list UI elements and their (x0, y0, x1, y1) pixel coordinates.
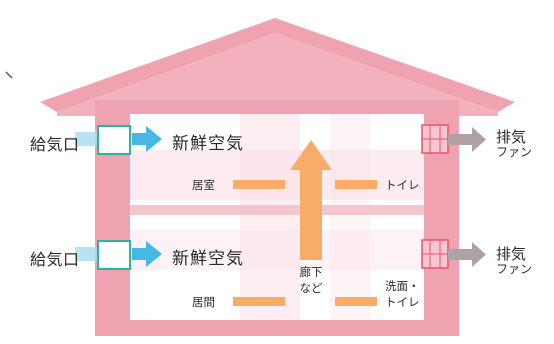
airflow-bar (233, 180, 285, 189)
room-label-hallway: 廊下 など (294, 264, 328, 296)
fresh-air-label-bottom: 新鮮空気 (172, 249, 244, 269)
room-label-living-room: 居室 (192, 178, 215, 192)
exhaust-label-bottom-line2: ファン (496, 262, 533, 276)
room-label-living-space: 居間 (192, 295, 215, 309)
airflow-up-arrow (290, 140, 332, 260)
room-label-washroom-line2: トイレ (385, 295, 420, 309)
inlet-box-bottom (97, 240, 131, 270)
airflow-bar (335, 180, 377, 189)
room-label-hallway-line2: など (299, 281, 323, 295)
airflow-bar (233, 297, 285, 306)
fresh-air-arrow (75, 241, 162, 267)
fresh-air-label-top: 新鮮空気 (172, 134, 244, 154)
exhaust-arrow (448, 127, 486, 152)
interior-tint (240, 114, 300, 320)
room-label-hallway-line1: 廊下 (299, 265, 323, 279)
room-label-washroom: 洗面・ トイレ (385, 278, 420, 310)
exhaust-label-bottom: 排気 ファン (496, 246, 554, 276)
exhaust-arrow (448, 242, 486, 267)
decorative-tick (5, 71, 13, 79)
exhaust-fan-top (421, 124, 449, 154)
exhaust-label-bottom-line1: 排気 (496, 246, 527, 263)
room-label-washroom-line1: 洗面・ (385, 279, 420, 293)
exhaust-label-top: 排気 ファン (496, 129, 554, 159)
inlet-box-top (97, 125, 131, 155)
inlet-label-top: 給気口 (30, 135, 80, 154)
inlet-label-bottom: 給気口 (30, 250, 80, 269)
exhaust-label-top-line2: ファン (496, 145, 533, 159)
floor-divider (130, 205, 424, 215)
room-label-toilet: トイレ (385, 178, 420, 192)
interior-tint (130, 230, 424, 270)
exhaust-label-top-line1: 排気 (496, 129, 527, 146)
house-roof-fill (57, 33, 498, 116)
interior-tint (330, 114, 370, 320)
exhaust-fan-bottom (421, 239, 449, 269)
airflow-bar (335, 297, 377, 306)
fresh-air-arrow (75, 126, 162, 152)
